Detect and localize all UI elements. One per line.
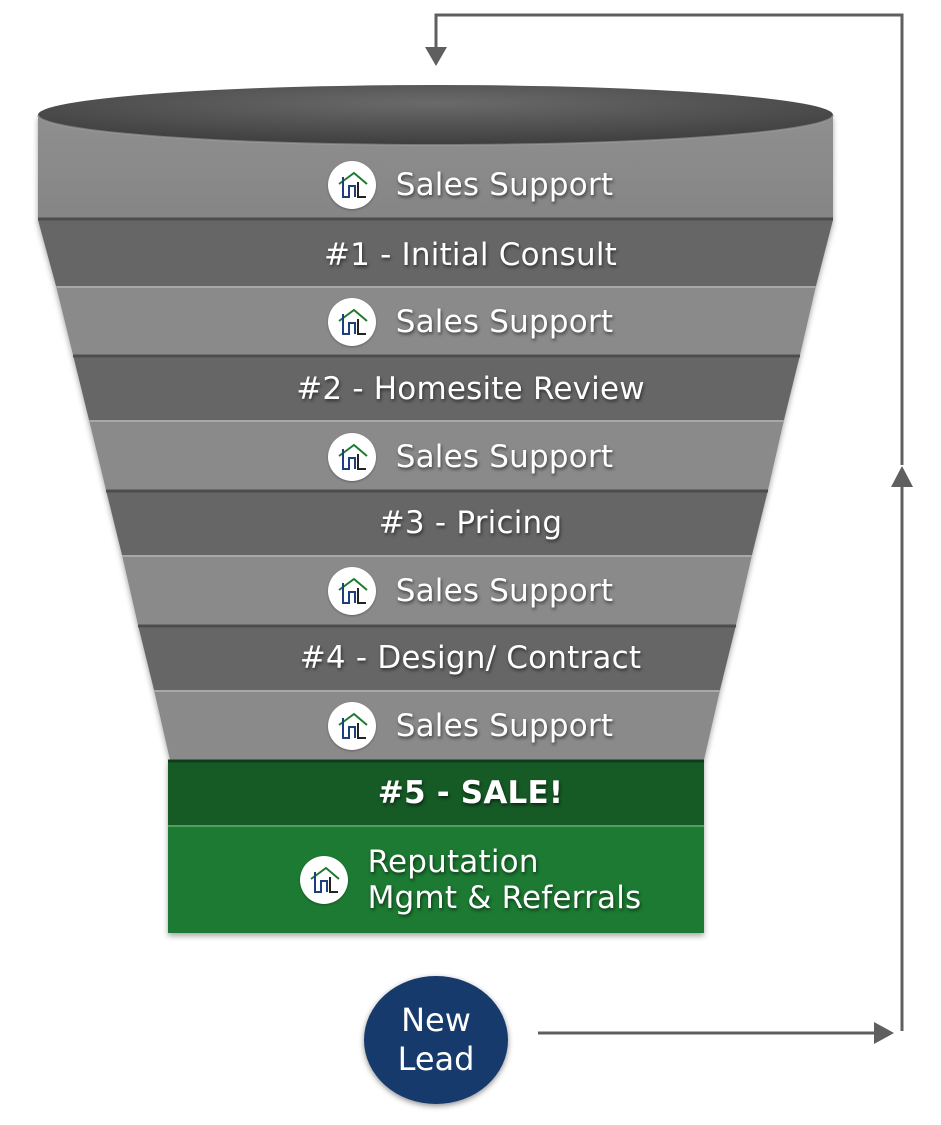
new-lead-node[interactable]: New Lead xyxy=(364,976,508,1104)
funnel-top-opening xyxy=(38,85,833,145)
funnel-band-9 xyxy=(154,690,720,760)
funnel-band-5 xyxy=(89,420,784,490)
band-separators xyxy=(38,217,833,827)
funnel-band-6 xyxy=(106,490,768,555)
funnel-band-4 xyxy=(73,355,800,420)
funnel-band-reputation xyxy=(168,825,704,933)
funnel-band-7 xyxy=(122,555,752,625)
arrow-right-icon xyxy=(874,1022,894,1044)
funnel-band-3 xyxy=(56,286,816,355)
funnel-bands xyxy=(38,115,833,933)
arrow-up-icon xyxy=(891,466,913,487)
funnel-band-sale xyxy=(168,760,704,825)
funnel-band-2 xyxy=(38,220,833,286)
arrow-down-icon xyxy=(425,47,447,66)
funnel-band-8 xyxy=(138,625,736,690)
loop-arrow xyxy=(434,13,904,1035)
